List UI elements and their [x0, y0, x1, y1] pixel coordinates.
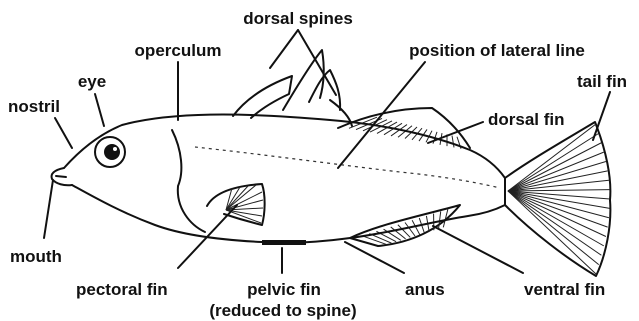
leader-ventral-fin — [433, 226, 523, 273]
label-pelvic-fin: pelvic fin — [247, 280, 321, 299]
leader-tail-fin — [593, 92, 610, 140]
label-dorsal-spines: dorsal spines — [243, 9, 353, 28]
label-anus: anus — [405, 280, 445, 299]
leader-nostril — [55, 118, 72, 148]
label-pelvic-fin-note: (reduced to spine) — [209, 301, 356, 320]
leader-mouth — [44, 180, 53, 238]
body-outline — [52, 115, 506, 243]
label-nostril: nostril — [8, 97, 60, 116]
label-dorsal-fin: dorsal fin — [488, 110, 565, 129]
leader-lateral-line — [338, 62, 425, 168]
pectoral-fin-shape — [207, 184, 265, 225]
pelvic-spine-shape — [262, 240, 306, 245]
label-pectoral-fin: pectoral fin — [76, 280, 168, 299]
ventral-fin-shape — [350, 205, 460, 246]
lateral-line-dashes — [195, 147, 500, 188]
leader-pectoral-fin — [178, 205, 237, 268]
label-tail-fin: tail fin — [577, 72, 627, 91]
label-operculum: operculum — [135, 41, 222, 60]
tail-fin-shape — [505, 122, 610, 276]
operculum-shape — [172, 130, 205, 232]
label-eye: eye — [78, 72, 106, 91]
leader-dorsal-fin — [428, 122, 483, 143]
leader-eye — [95, 94, 104, 126]
leader-anus — [345, 242, 404, 273]
label-ventral-fin: ventral fin — [524, 280, 605, 299]
leader-dorsal-spines-a — [270, 30, 298, 68]
label-position-of-lateral-line: position of lateral line — [409, 41, 585, 60]
label-mouth: mouth — [10, 247, 62, 266]
eye-shape — [95, 137, 125, 167]
